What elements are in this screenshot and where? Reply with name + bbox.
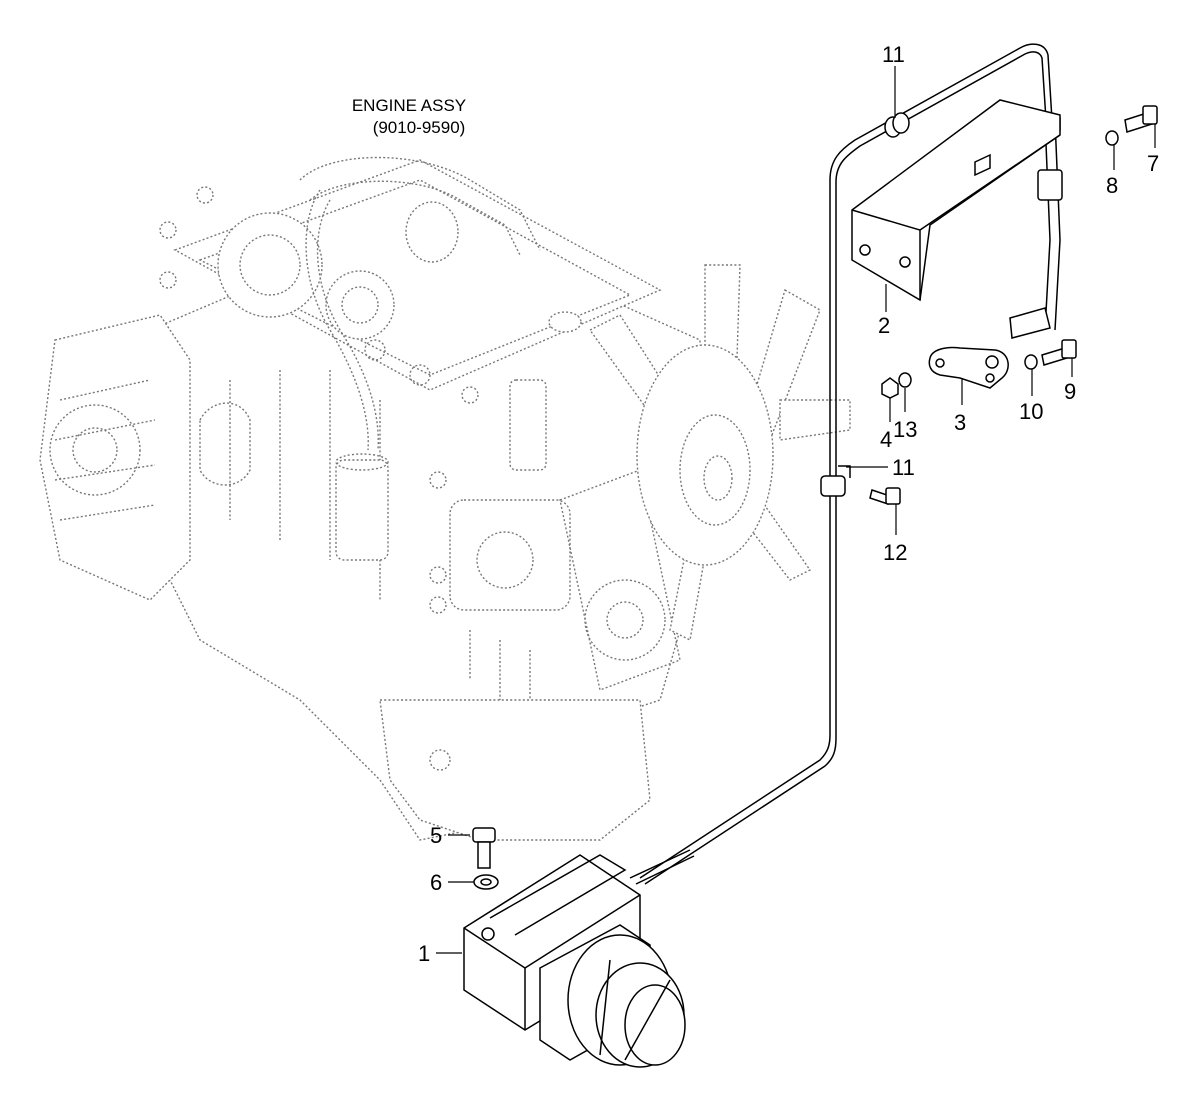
fan-assembly bbox=[588, 264, 851, 642]
callout-10: 10 bbox=[1019, 399, 1043, 424]
engine-assembly bbox=[39, 156, 701, 841]
callout-9: 9 bbox=[1064, 379, 1076, 404]
callout-8: 8 bbox=[1106, 173, 1118, 198]
callout-4: 4 bbox=[880, 427, 892, 452]
actuator-part-1 bbox=[463, 849, 695, 1068]
callout-1: 1 bbox=[418, 941, 430, 966]
callout-12: 12 bbox=[883, 540, 907, 565]
control-cable bbox=[639, 43, 1063, 885]
callout-11a: 11 bbox=[882, 42, 905, 67]
hardware bbox=[472, 105, 1158, 890]
callout-2: 2 bbox=[878, 313, 890, 338]
callout-5: 5 bbox=[430, 823, 442, 848]
callouts: 1 2 3 4 5 6 7 8 9 10 11 11 12 13 bbox=[418, 42, 1159, 966]
callout-6: 6 bbox=[430, 870, 442, 895]
lever-part-3 bbox=[928, 346, 1009, 389]
callout-11b: 11 bbox=[892, 455, 915, 480]
callout-3: 3 bbox=[954, 410, 966, 435]
callout-13: 13 bbox=[893, 417, 917, 442]
callout-7: 7 bbox=[1147, 151, 1159, 176]
title-line-2: (9010-9590) bbox=[373, 118, 466, 137]
title-line-1: ENGINE ASSY bbox=[352, 96, 466, 115]
bracket-part-2 bbox=[851, 99, 1061, 302]
